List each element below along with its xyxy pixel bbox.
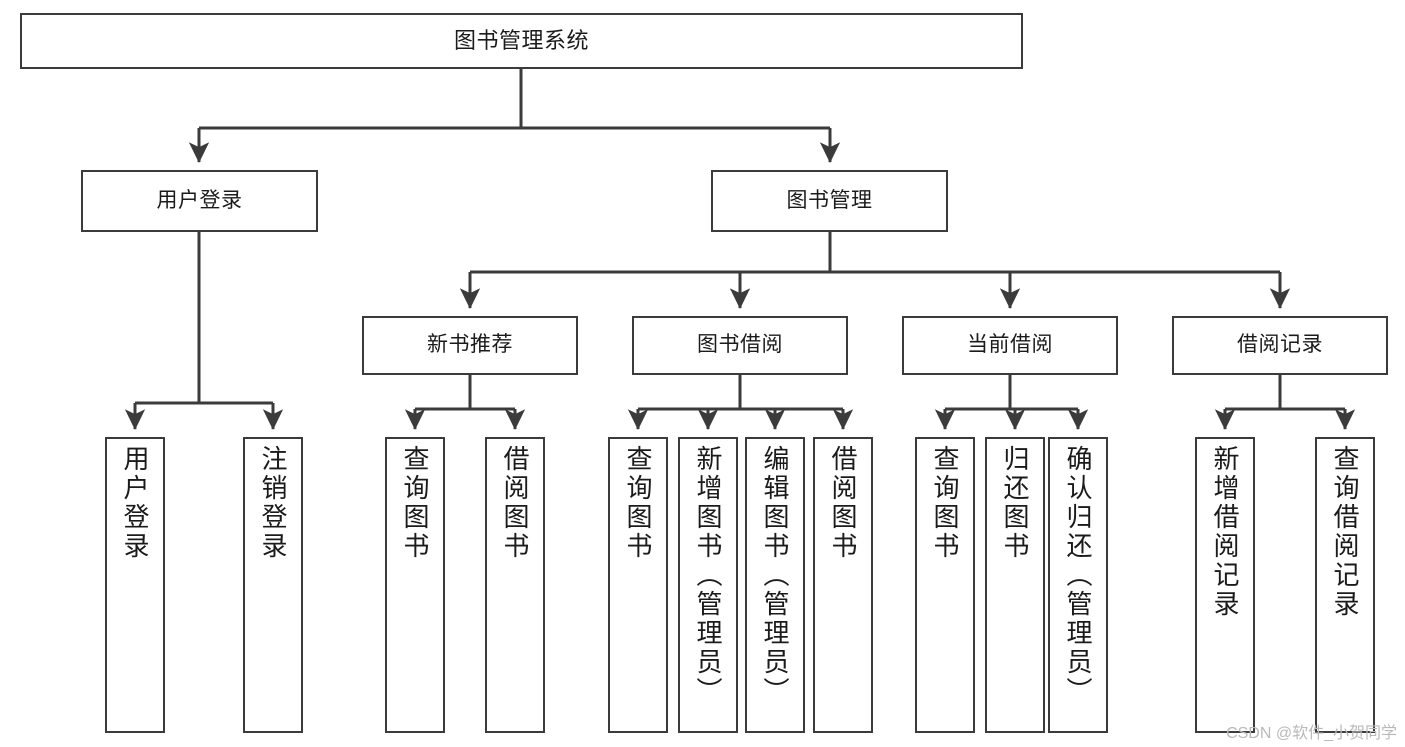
node-label: 借阅图书 [500, 445, 530, 561]
node-leaf-query-book-1[interactable]: 查询图书 [385, 437, 445, 733]
node-new-book-recommend[interactable]: 新书推荐 [362, 316, 578, 375]
node-leaf-edit-book[interactable]: 编辑图书（管理员） [745, 437, 805, 733]
node-current-borrow[interactable]: 当前借阅 [902, 316, 1118, 375]
node-label: 确认归还（管理员） [1063, 445, 1093, 706]
node-book-manage[interactable]: 图书管理 [711, 170, 948, 232]
node-leaf-add-borrow-record[interactable]: 新增借阅记录 [1195, 437, 1255, 733]
node-label: 查询图书 [623, 445, 653, 561]
node-label: 查询借阅记录 [1330, 445, 1360, 619]
node-leaf-return-book[interactable]: 归还图书 [985, 437, 1045, 733]
node-label: 图书管理 [786, 188, 873, 212]
node-label: 当前借阅 [967, 333, 1053, 357]
node-label: 借阅图书 [828, 445, 858, 561]
node-label: 归还图书 [1000, 445, 1030, 561]
node-label: 用户登录 [156, 188, 243, 212]
node-user-login[interactable]: 用户登录 [81, 170, 318, 232]
node-leaf-logout-login[interactable]: 注销登录 [243, 437, 303, 733]
node-label: 用户登录 [120, 445, 150, 561]
node-borrow-record[interactable]: 借阅记录 [1172, 316, 1388, 375]
node-label: 编辑图书（管理员） [760, 445, 790, 706]
node-leaf-borrow-book-2[interactable]: 借阅图书 [813, 437, 873, 733]
csdn-watermark: CSDN @软件_小贺同学 [1226, 725, 1397, 742]
node-leaf-add-book[interactable]: 新增图书（管理员） [678, 437, 738, 733]
node-leaf-query-book-2[interactable]: 查询图书 [608, 437, 668, 733]
node-label: 借阅记录 [1237, 333, 1323, 357]
node-label: 注销登录 [258, 445, 288, 561]
node-label: 新增图书（管理员） [693, 445, 723, 706]
node-label: 查询图书 [930, 445, 960, 561]
node-leaf-borrow-book-1[interactable]: 借阅图书 [485, 437, 545, 733]
node-root-system[interactable]: 图书管理系统 [20, 13, 1023, 69]
node-label: 新书推荐 [427, 333, 513, 357]
node-leaf-user-login[interactable]: 用户登录 [105, 437, 165, 733]
node-leaf-query-book-3[interactable]: 查询图书 [915, 437, 975, 733]
node-book-borrow[interactable]: 图书借阅 [632, 316, 848, 375]
node-leaf-query-borrow-record[interactable]: 查询借阅记录 [1315, 437, 1375, 733]
node-label: 图书管理系统 [453, 28, 589, 54]
node-label: 查询图书 [400, 445, 430, 561]
node-label: 新增借阅记录 [1210, 445, 1240, 619]
node-leaf-confirm-return[interactable]: 确认归还（管理员） [1048, 437, 1108, 733]
node-label: 图书借阅 [697, 333, 783, 357]
